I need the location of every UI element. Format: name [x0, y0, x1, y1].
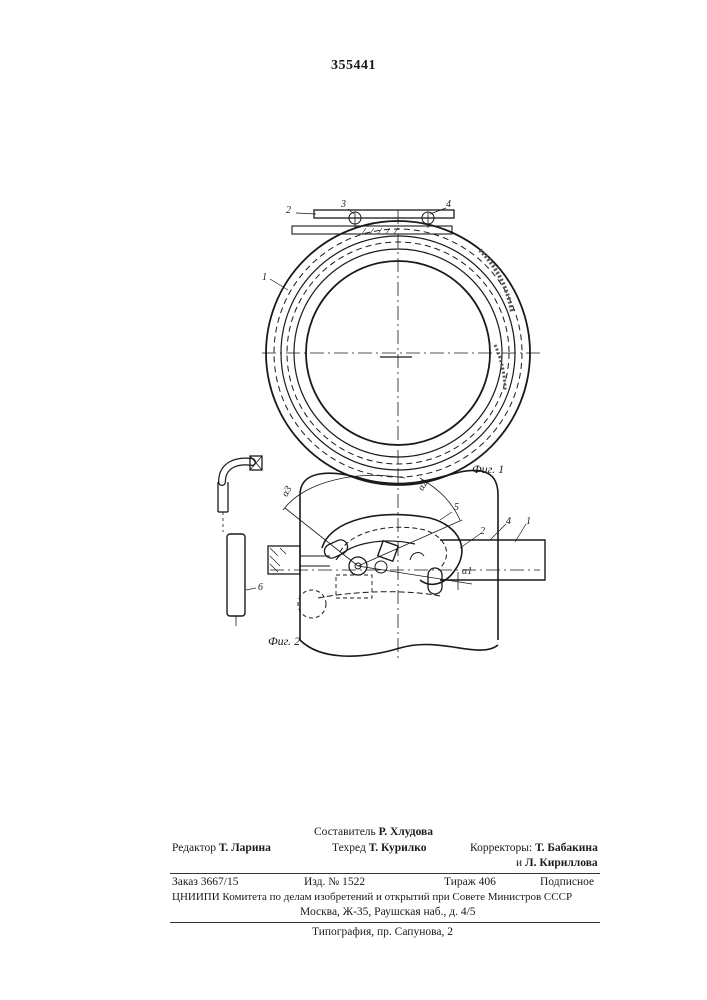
editor-name: Т. Ларина: [219, 842, 271, 854]
figure-1-drawing: [262, 208, 540, 485]
callout-4-fig2: 4: [506, 516, 511, 527]
callout-1-fig2: 1: [526, 516, 531, 527]
angle-alpha1-label: α1: [462, 566, 472, 577]
circulation: Тираж 406: [444, 876, 496, 888]
editor-line: Редактор Т. Ларина: [172, 842, 271, 854]
callout-2-fig1: 2: [286, 205, 291, 216]
figure-2-label: Фиг. 2: [268, 634, 300, 649]
address-line: Москва, Ж-35, Раушская наб., д. 4/5: [300, 906, 476, 918]
corrector-2-prefix: и: [516, 857, 522, 869]
callout-3-fig1: 3: [341, 199, 346, 210]
imprint-divider-top: [170, 873, 600, 874]
techred-line: Техред Т. Курилко: [332, 842, 427, 854]
callout-6-fig2: 6: [258, 582, 263, 593]
edition-number: Изд. № 1522: [304, 876, 365, 888]
compiler-name: Р. Хлудова: [379, 826, 433, 838]
callout-5-fig2: 5: [454, 502, 459, 513]
correctors-line: Корректоры: Т. Бабакина: [470, 842, 598, 854]
correctors-label: Корректоры:: [470, 842, 532, 854]
techred-name: Т. Курилко: [369, 842, 427, 854]
compiler-label: Составитель: [314, 826, 376, 838]
printing-line: Типография, пр. Сапунова, 2: [312, 926, 453, 938]
imprint-divider-bottom: [170, 922, 600, 923]
subscription: Подписное: [540, 876, 594, 888]
organization-line: ЦНИИПИ Комитета по делам изобретений и о…: [172, 891, 572, 903]
corrector-1-name: Т. Бабакина: [535, 842, 598, 854]
corrector-2-name: Л. Кириллова: [525, 857, 598, 869]
corrector-2-line: и Л. Кириллова: [516, 857, 598, 869]
compiler-line: Составитель Р. Хлудова: [314, 826, 433, 838]
techred-label: Техред: [332, 842, 366, 854]
callout-4-fig1: 4: [446, 199, 451, 210]
callout-1-fig1: 1: [262, 272, 267, 283]
order-number: Заказ 3667/15: [172, 876, 239, 888]
editor-label: Редактор: [172, 842, 216, 854]
figure-1-label: Фиг. 1: [472, 462, 504, 477]
callout-2-fig2: 2: [480, 526, 485, 537]
figure-2-drawing: [218, 456, 545, 660]
